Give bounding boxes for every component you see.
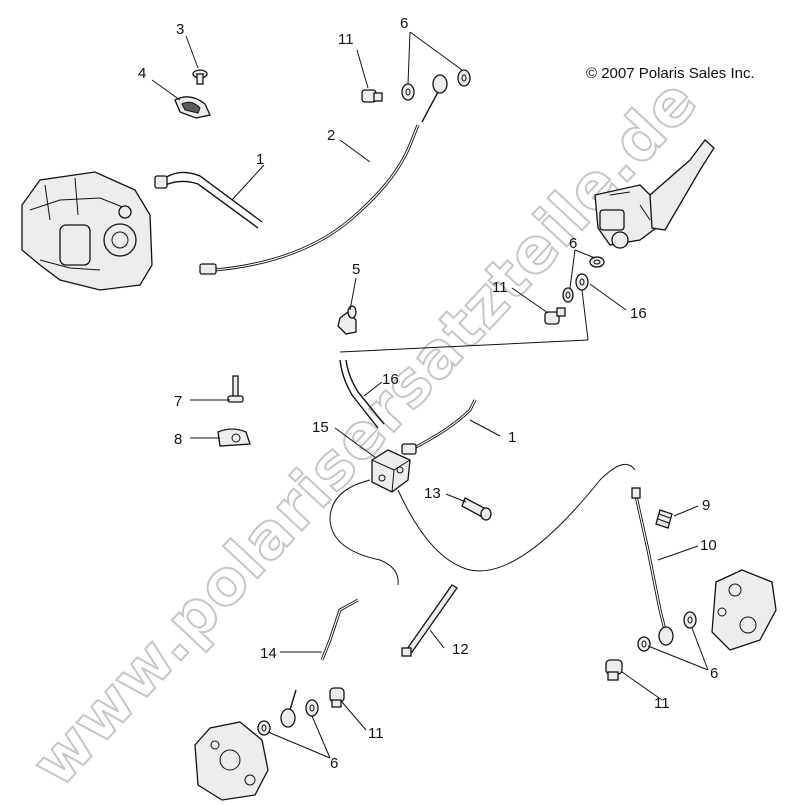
callout-12: 12 bbox=[452, 641, 469, 658]
caliper-left-upper bbox=[21, 171, 153, 291]
callout-16-lower: 16 bbox=[382, 371, 399, 388]
callout-6-top: 6 bbox=[400, 15, 408, 32]
caliper-left-lower bbox=[194, 721, 269, 801]
washer-part-6-bottom bbox=[257, 699, 319, 736]
leader-lines bbox=[151, 31, 709, 759]
callout-4: 4 bbox=[138, 65, 146, 82]
callout-11-upper-right: 11 bbox=[492, 279, 508, 296]
bolt-part-3 bbox=[192, 69, 208, 85]
callout-6-lower-right: 6 bbox=[710, 665, 718, 682]
bolt-part-11-top bbox=[361, 89, 383, 103]
callout-6-bottom: 6 bbox=[330, 755, 338, 772]
washer-part-6-upper-right bbox=[562, 256, 605, 303]
callout-8: 8 bbox=[174, 431, 182, 448]
callout-14: 14 bbox=[260, 645, 277, 662]
callout-10: 10 bbox=[700, 537, 717, 554]
clamp-part-8 bbox=[217, 428, 251, 447]
bolt-part-11-lower-right bbox=[605, 659, 623, 681]
callout-11-lower-right: 11 bbox=[654, 695, 670, 712]
callout-1-middle: 1 bbox=[508, 429, 516, 446]
bleeder-part-9 bbox=[655, 509, 673, 529]
rivet-part-7 bbox=[227, 375, 244, 403]
brake-line-part-1-middle bbox=[401, 399, 477, 455]
bolt-part-11-upper-right bbox=[544, 307, 566, 325]
banjo-fitting-bottom bbox=[280, 689, 297, 728]
brake-line-part-1-upper bbox=[154, 171, 263, 229]
brake-line-long-curves bbox=[329, 463, 636, 586]
brake-hose-part-10 bbox=[631, 487, 667, 631]
distribution-block-part-15 bbox=[371, 449, 411, 493]
clamp-part-4 bbox=[174, 96, 211, 119]
callout-13: 13 bbox=[424, 485, 441, 502]
banjo-fitting-top bbox=[421, 74, 448, 123]
callout-11-bottom: 11 bbox=[368, 725, 384, 742]
callout-1-upper: 1 bbox=[256, 151, 264, 168]
callout-6-upper-right: 6 bbox=[569, 235, 577, 252]
master-cylinder-lever bbox=[594, 139, 715, 249]
callout-9: 9 bbox=[702, 497, 710, 514]
brake-hose-part-2 bbox=[199, 124, 420, 275]
callout-5: 5 bbox=[352, 261, 360, 278]
washer-part-6-lower-right bbox=[637, 611, 697, 652]
callout-15: 15 bbox=[312, 419, 329, 436]
copyright-notice: © 2007 Polaris Sales Inc. bbox=[586, 65, 755, 82]
callout-3: 3 bbox=[176, 21, 184, 38]
watermark-text: www.polarisersatzteile.de bbox=[18, 64, 711, 800]
bolt-part-13 bbox=[461, 497, 492, 521]
brake-line-part-16 bbox=[339, 289, 589, 429]
callout-11-top: 11 bbox=[338, 31, 354, 48]
callout-labels: 3 4 1 2 11 6 6 11 16 5 16 1 7 8 15 13 9 … bbox=[138, 15, 718, 772]
callout-2: 2 bbox=[327, 127, 335, 144]
banjo-fitting-part-16-upper bbox=[575, 273, 589, 291]
bolt-part-11-bottom bbox=[329, 687, 345, 708]
tie-strap-part-12 bbox=[401, 584, 458, 657]
brake-line-part-14 bbox=[320, 598, 359, 661]
callout-16-upper: 16 bbox=[630, 305, 647, 322]
callout-7: 7 bbox=[174, 393, 182, 410]
fitting-part-5 bbox=[337, 305, 357, 335]
caliper-right-lower bbox=[711, 569, 777, 651]
